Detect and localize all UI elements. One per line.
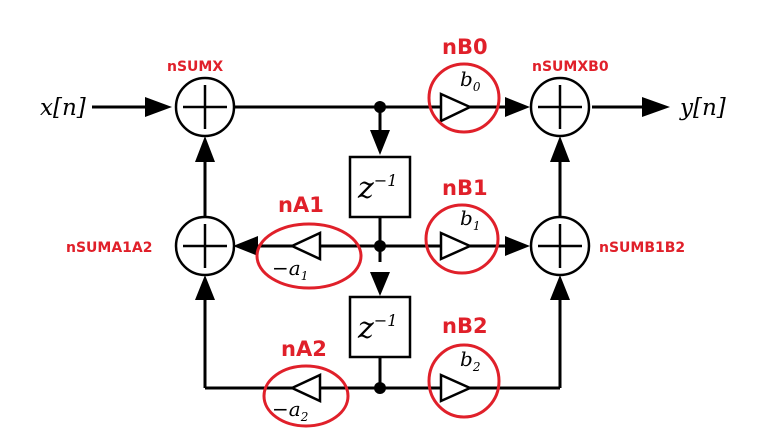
summing-node-x [174, 76, 236, 138]
label-nsuma1a2: nSUMA1A2 [66, 240, 153, 256]
coef-a2-label: −a2 [272, 397, 308, 424]
delay1-in-arrowhead [370, 130, 390, 155]
label-nb1: nB1 [442, 176, 488, 200]
delay-1-label: z−1 [357, 171, 397, 206]
left-upper-up-arrowhead [195, 136, 215, 162]
summing-node-b1b2 [529, 215, 591, 277]
highlight-nb2-ellipse [427, 343, 501, 419]
b1-out-arrowhead [505, 236, 530, 256]
junction-dot-middle [374, 240, 386, 252]
b0-out-arrowhead [505, 97, 530, 117]
right-lower-up-arrowhead [550, 275, 570, 300]
junction-dot-bottom [374, 382, 386, 394]
summing-node-xb0 [529, 76, 591, 138]
right-upper-up-arrowhead [550, 136, 570, 162]
highlight-na2-ellipse [262, 364, 350, 428]
label-na2: nA2 [281, 337, 327, 361]
input-signal-label: x[n] [40, 95, 86, 121]
sum-a1a2-in-arrowhead [233, 236, 258, 256]
highlight-nb0-ellipse [427, 62, 501, 134]
coef-b2-label: b2 [460, 347, 480, 374]
coef-a1-label: −a1 [272, 256, 308, 283]
delay-2-label: z−1 [357, 311, 397, 346]
gain-b2-triangle [439, 373, 474, 403]
highlight-na1-ellipse [255, 222, 363, 290]
label-na1: nA1 [278, 193, 324, 217]
coef-b0-label: b0 [460, 67, 481, 94]
arrowheads [145, 97, 670, 300]
delay-block-1: z−1 [348, 155, 412, 219]
gain-b0-triangle [439, 92, 473, 123]
label-nsumxb0: nSUMXB0 [532, 59, 609, 75]
input-arrowhead [145, 97, 172, 117]
junction-dots [374, 101, 386, 394]
output-arrowhead [642, 97, 670, 117]
highlight-ellipses [255, 62, 501, 428]
gain-a1-triangle [289, 231, 322, 261]
label-nsumx: nSUMX [167, 59, 223, 75]
delay2-in-arrowhead [370, 272, 390, 296]
gain-a2-triangle [289, 373, 322, 403]
delay-block-2: z−1 [348, 295, 412, 359]
junction-dot-top [374, 101, 386, 113]
output-signal-label: y[n] [679, 95, 726, 121]
left-lower-up-arrowhead [195, 275, 215, 300]
gain-b1-triangle [439, 231, 474, 261]
highlight-nb1-ellipse [424, 203, 500, 275]
label-nb0: nB0 [442, 35, 488, 59]
coef-b1-label: b1 [460, 206, 480, 233]
label-nb2: nB2 [442, 314, 488, 338]
summing-node-a1a2 [174, 215, 236, 277]
label-nsumb1b2: nSUMB1B2 [599, 240, 685, 256]
